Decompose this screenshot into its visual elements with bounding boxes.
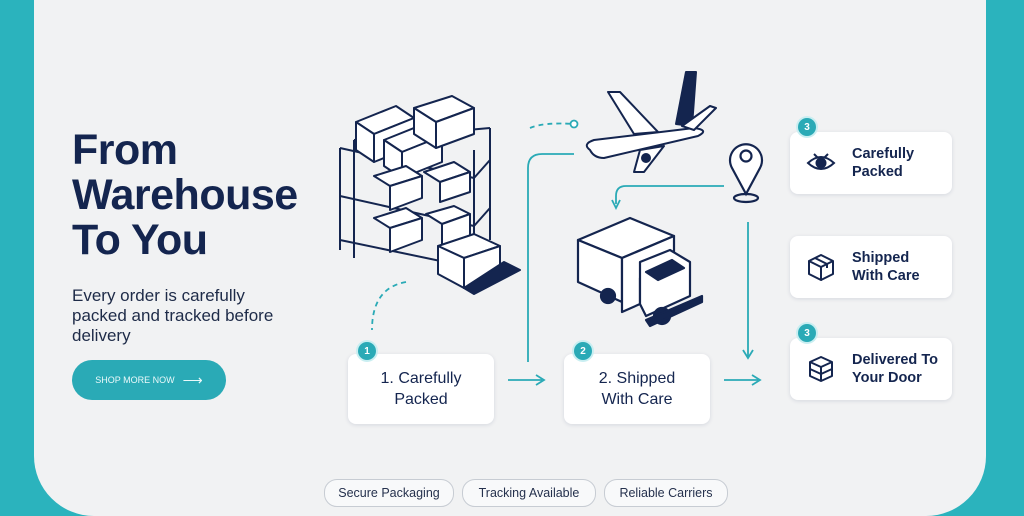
location-pin-icon — [728, 143, 764, 204]
page-subtitle: Every order is carefully packed and trac… — [72, 286, 274, 345]
eye-icon — [804, 146, 838, 180]
title-line-3: To You — [72, 216, 208, 264]
sidebar-badge: 3 — [798, 324, 816, 342]
step-label: 1. Carefully Packed — [380, 370, 462, 408]
stacked-boxes-icon — [804, 352, 838, 386]
sidebar-card-delivered[interactable]: Delivered To Your Door — [790, 338, 952, 400]
shop-now-button[interactable]: SHOP MORE NOW ⟶ — [72, 360, 226, 400]
chip-tracking-available[interactable]: Tracking Available — [462, 479, 596, 507]
title-line-1: From — [72, 126, 178, 174]
sidebar-badge: 3 — [798, 118, 816, 136]
step-card-shipped[interactable]: 2. Shipped With Care — [564, 354, 710, 424]
airplane-icon — [585, 71, 717, 173]
sidebar-card-packed[interactable]: Carefully Packed — [790, 132, 952, 194]
step-badge: 1 — [358, 342, 376, 360]
page-title: From Warehouse To You — [72, 128, 298, 263]
title-line-2: Warehouse — [72, 171, 298, 219]
arrow-right-icon: ⟶ — [182, 371, 203, 388]
step-card-packed[interactable]: 1. Carefully Packed — [348, 354, 494, 424]
dashed-connector — [371, 281, 407, 331]
delivery-truck-icon — [576, 216, 704, 328]
step-label: 2. Shipped With Care — [598, 370, 676, 408]
step-badge: 2 — [574, 342, 592, 360]
main-card: From Warehouse To You Every order is car… — [34, 0, 986, 516]
box-icon — [804, 250, 838, 284]
chip-reliable-carriers[interactable]: Reliable Carriers — [604, 479, 728, 507]
sidebar-label: Shipped With Care — [852, 250, 920, 284]
chip-secure-packaging[interactable]: Secure Packaging — [324, 479, 454, 507]
process-illustration — [339, 71, 764, 386]
cta-label: SHOP MORE NOW — [95, 375, 175, 385]
sidebar-label: Delivered To Your Door — [852, 352, 938, 386]
warehouse-shelf-icon — [339, 95, 521, 295]
sidebar-card-shipped[interactable]: Shipped With Care — [790, 236, 952, 298]
sidebar-label: Carefully Packed — [852, 146, 915, 180]
